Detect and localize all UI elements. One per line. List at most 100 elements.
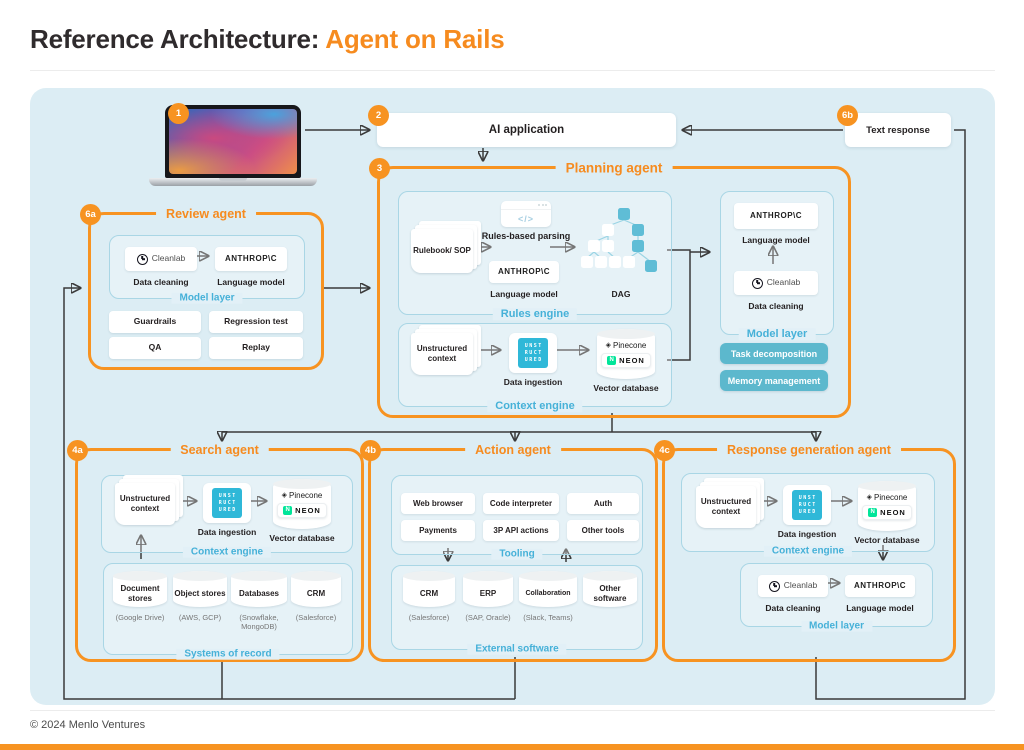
review-check-qa: QA [109, 337, 201, 359]
planning-cleanlab-node: Cleanlab [734, 271, 818, 295]
tool-other-tools: Other tools [567, 520, 639, 541]
rulebook-sop-label: Rulebook/ SOP [411, 229, 473, 273]
badge-2: 2 [368, 105, 389, 126]
tool-web-browser: Web browser [401, 493, 475, 514]
dag-caption: DAG [611, 289, 631, 299]
tool-auth: Auth [567, 493, 639, 514]
response-agent-box: Response generation agent Context engine… [662, 443, 956, 662]
planning-model-layer-label: Model layer [738, 328, 816, 341]
search-vector-db-caption: Vector database [269, 533, 335, 543]
neon-icon: N [868, 507, 878, 517]
text-response-label: Text response [866, 124, 930, 136]
pinecone-icon: ◈ [866, 494, 873, 501]
cleanlab-icon [768, 580, 780, 592]
review-agent-box: Review agent Model layer Cleanlab Data c… [88, 207, 324, 370]
planning-rules-anthropic-node: ANTHROP\C [489, 261, 559, 283]
systems-of-record-label: Systems of record [176, 648, 280, 660]
badge-1: 1 [168, 103, 189, 124]
ai-application-label: AI application [488, 124, 565, 136]
planning-agent-box: Planning agent Rules engine Rulebook/ SO… [377, 160, 851, 418]
review-cleanlab-node: Cleanlab [125, 247, 197, 271]
action-crm-cylinder: CRM [403, 571, 455, 607]
collaboration-vendor: (Slack, Teams) [523, 613, 573, 622]
response-vector-db-caption: Vector database [854, 535, 920, 545]
response-model-layer-label: Model layer [800, 620, 873, 632]
cleanlab-logo: Cleanlab [768, 580, 817, 592]
rulebook-sop-doc: Rulebook/ SOP [411, 221, 481, 273]
memory-management-chip: Memory management [720, 370, 828, 391]
badge-6a: 6a [80, 204, 101, 225]
search-agent-title: Search agent [170, 443, 269, 458]
external-software-label: External software [467, 643, 567, 655]
footer-divider [30, 710, 995, 711]
review-check-regression-test: Regression test [209, 311, 303, 333]
ai-application-node: AI application [377, 113, 676, 147]
planning-context-engine-label: Context engine [487, 400, 583, 413]
badge-4a: 4a [67, 440, 88, 461]
planning-data-cleaning-caption: Data cleaning [748, 301, 804, 311]
search-agent-box: Search agent Context engine Unstructured… [75, 443, 364, 662]
planning-agent-title: Planning agent [555, 160, 673, 176]
cleanlab-icon [751, 277, 763, 289]
action-agent-box: Action agent Tooling Web browser Code in… [368, 443, 658, 662]
review-data-cleaning-caption: Data cleaning [133, 277, 189, 287]
anthropic-logo: ANTHROP\C [497, 267, 551, 277]
page-title-highlight: Agent on Rails [325, 24, 505, 54]
unstructured-context-label: Unstructured context [411, 333, 473, 375]
search-unstructured-context-doc: Unstructured context [115, 475, 183, 525]
pinecone-icon: ◈ [281, 492, 288, 499]
pinecone-logo: ◈Pinecone [281, 490, 323, 500]
pinecone-icon: ◈ [605, 342, 612, 349]
object-stores-vendor: (AWS, GCP) [178, 613, 222, 622]
search-context-engine-label: Context engine [182, 546, 272, 558]
page-title-prefix: Reference Architecture: [30, 24, 320, 54]
task-decomposition-chip: Task decomposition [720, 343, 828, 364]
badge-6b: 6b [837, 105, 858, 126]
header-divider [30, 70, 995, 71]
anthropic-logo: ANTHROP\C [853, 581, 907, 591]
planning-language-model-caption: Language model [742, 235, 810, 245]
page-title: Reference Architecture: Agent on Rails [30, 24, 505, 55]
laptop-base [149, 178, 317, 186]
badge-3: 3 [369, 158, 390, 179]
databases-vendor: (Snowflake, MongoDB) [239, 613, 279, 632]
response-data-cleaning-caption: Data cleaning [765, 603, 821, 613]
search-crm-vendor: (Salesforce) [295, 613, 337, 622]
pinecone-logo: ◈Pinecone [866, 492, 908, 502]
response-cleanlab-node: Cleanlab [758, 575, 828, 597]
response-language-model-caption: Language model [846, 603, 914, 613]
other-software-cylinder: Other software [583, 571, 637, 607]
planning-vector-db-caption: Vector database [593, 383, 659, 393]
search-crm-cylinder: CRM [291, 571, 341, 607]
badge-4b: 4b [360, 440, 381, 461]
cleanlab-logo: Cleanlab [751, 277, 800, 289]
review-check-guardrails: Guardrails [109, 311, 201, 333]
planning-data-ingestion-caption: Data ingestion [503, 377, 563, 387]
tool-payments: Payments [401, 520, 475, 541]
neon-icon: N [607, 355, 617, 365]
document-stores-cylinder: Document stores [113, 571, 167, 607]
review-model-layer-label: Model layer [171, 292, 243, 304]
tooling-label: Tooling [491, 548, 543, 560]
review-check-replay: Replay [209, 337, 303, 359]
response-anthropic-node: ANTHROP\C [845, 575, 915, 597]
cleanlab-logo: Cleanlab [136, 253, 185, 265]
action-agent-title: Action agent [465, 443, 561, 458]
text-response-node: Text response [845, 113, 951, 147]
pinecone-logo: ◈Pinecone [605, 340, 647, 350]
planning-rules-language-model-caption: Language model [490, 289, 558, 299]
collaboration-cylinder: Collaboration [519, 571, 577, 607]
browser-code-icon: </> [501, 201, 551, 227]
